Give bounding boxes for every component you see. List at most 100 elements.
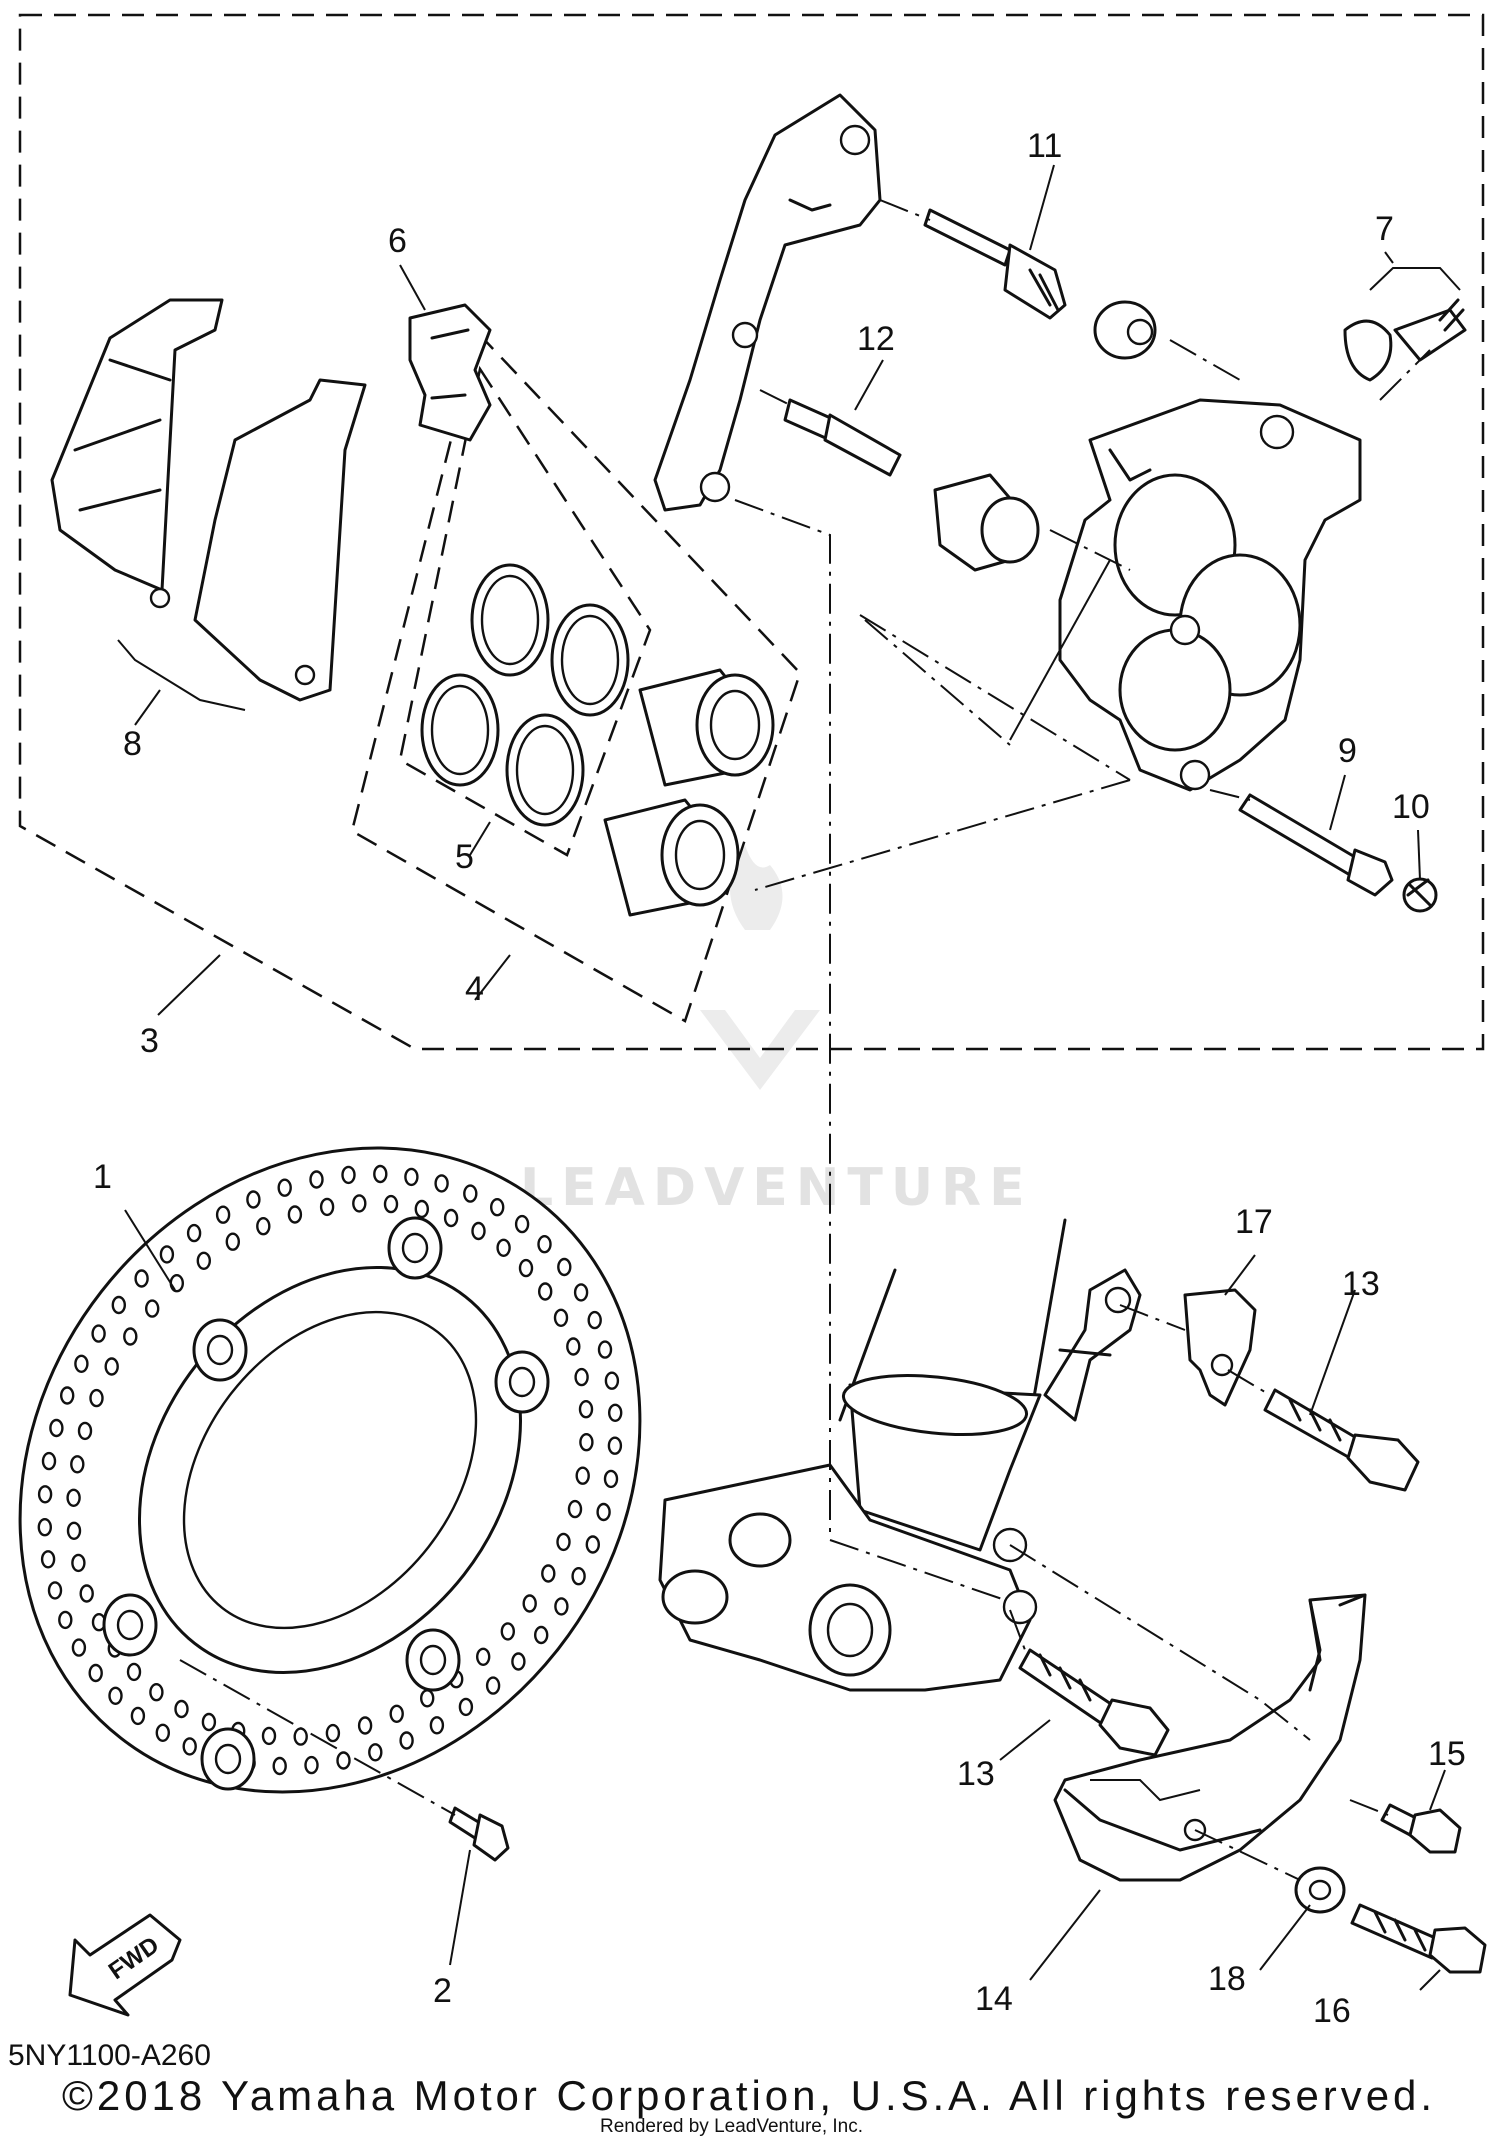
disc-hole <box>514 1214 530 1234</box>
disc-hole <box>104 1357 119 1376</box>
pin-9 <box>1238 793 1394 897</box>
fork-leg <box>658 1218 1067 1692</box>
callout-10: 10 <box>1392 788 1430 826</box>
disc-hole <box>79 1584 94 1603</box>
disc-hole <box>70 1455 85 1474</box>
caliper-assembly-boundary <box>18 13 1485 1051</box>
disc-hole <box>58 1610 73 1630</box>
disc-hole <box>225 1232 241 1251</box>
disc-hole <box>567 1499 583 1519</box>
callout-3: 3 <box>140 1022 159 1060</box>
brake-pad-inner <box>193 378 367 702</box>
bolt-13-lower <box>1018 1648 1170 1757</box>
disc-hole <box>443 1208 459 1228</box>
disc-hole <box>566 1337 581 1356</box>
callout-13-lower: 13 <box>957 1755 995 1793</box>
disc-hole <box>557 1257 572 1277</box>
disc-hole <box>319 1197 335 1217</box>
callout-numbers: 1 2 3 4 5 6 7 8 9 10 11 12 13 13 14 15 1… <box>93 127 1466 2030</box>
disc-hole <box>434 1174 449 1193</box>
piston-seals <box>420 563 630 827</box>
disc-hole <box>149 1682 164 1702</box>
disc-hole <box>587 1310 602 1330</box>
brake-disc <box>18 1146 642 1794</box>
disc-hole <box>341 1165 356 1185</box>
bolt-15 <box>1380 1803 1462 1854</box>
disc-hole <box>174 1699 189 1719</box>
callout-5: 5 <box>455 838 474 876</box>
disc-hole <box>357 1716 373 1735</box>
bolt-13-upper <box>1263 1388 1420 1492</box>
disc-hole <box>414 1199 429 1219</box>
callout-4: 4 <box>465 970 484 1008</box>
disc-hole <box>293 1727 308 1746</box>
disc-hole <box>71 1553 86 1573</box>
disc-bolt <box>179 1659 510 1862</box>
disc-hole <box>47 1581 63 1600</box>
bleeder-bracket <box>1369 267 1461 291</box>
disc-hole <box>571 1566 586 1586</box>
callout-17: 17 <box>1235 1203 1273 1241</box>
callout-7: 7 <box>1375 210 1394 248</box>
disc-hole <box>554 1597 569 1616</box>
disc-hole <box>77 1421 93 1441</box>
callout-18: 18 <box>1208 1960 1246 1998</box>
disc-hole <box>155 1723 171 1743</box>
disc-hole <box>534 1625 549 1645</box>
brake-pad-outer <box>50 298 224 609</box>
callout-15: 15 <box>1428 1735 1466 1773</box>
pin-12 <box>783 398 902 477</box>
disc-hole <box>130 1706 146 1726</box>
disc-hole <box>573 1283 589 1302</box>
bleeder-screw <box>1343 298 1467 382</box>
callout-leaders <box>124 164 1446 1991</box>
disc-hole <box>608 1403 623 1423</box>
render-credit: Rendered by LeadVenture, Inc. <box>600 2116 863 2136</box>
disc-hole <box>169 1273 185 1293</box>
washer-18 <box>1294 1866 1346 1914</box>
plate-17 <box>1183 1288 1257 1407</box>
disc-hole <box>471 1221 486 1241</box>
callout-16: 16 <box>1313 1992 1351 2030</box>
clip-10 <box>1402 877 1438 913</box>
disc-hole <box>111 1295 127 1315</box>
disc-hole <box>40 1550 56 1569</box>
assembly-lines-lower <box>829 1304 1389 1881</box>
disc-hole <box>389 1704 404 1724</box>
disc-hole <box>596 1502 611 1522</box>
pistons <box>603 668 775 917</box>
callout-9: 9 <box>1338 732 1357 770</box>
disc-hole <box>246 1190 261 1209</box>
disc-hole <box>66 1488 81 1508</box>
callout-11: 11 <box>1027 127 1062 165</box>
disc-hole <box>476 1647 491 1667</box>
disc-hole <box>579 1432 594 1452</box>
disc-hole <box>186 1223 202 1243</box>
pad-spring <box>408 303 492 442</box>
disc-hole <box>66 1521 82 1541</box>
caliper-body <box>1058 398 1362 792</box>
disc-hole <box>485 1676 501 1695</box>
disc-hole <box>108 1686 123 1706</box>
disc-hole <box>518 1258 534 1278</box>
callout-2: 2 <box>433 1972 452 2010</box>
disc-hole <box>522 1594 537 1613</box>
disc-hole <box>538 1282 553 1301</box>
disc-hole <box>71 1638 87 1657</box>
disc-hole <box>368 1743 383 1762</box>
disc-hole <box>304 1755 319 1775</box>
disc-hole <box>585 1535 600 1554</box>
disc-hole <box>575 1466 590 1485</box>
disc-hole <box>597 1340 613 1359</box>
disc-hole <box>500 1622 515 1641</box>
disc-hole <box>88 1663 103 1683</box>
disc-hole <box>74 1354 89 1374</box>
disc-hole <box>261 1726 277 1746</box>
disc-hole <box>496 1238 511 1258</box>
disc-hole <box>511 1652 526 1671</box>
disc-mount-bosses <box>102 1216 550 1791</box>
disc-hole <box>277 1178 292 1197</box>
disc-hole <box>373 1164 388 1184</box>
slide-pin-boots <box>933 300 1157 572</box>
